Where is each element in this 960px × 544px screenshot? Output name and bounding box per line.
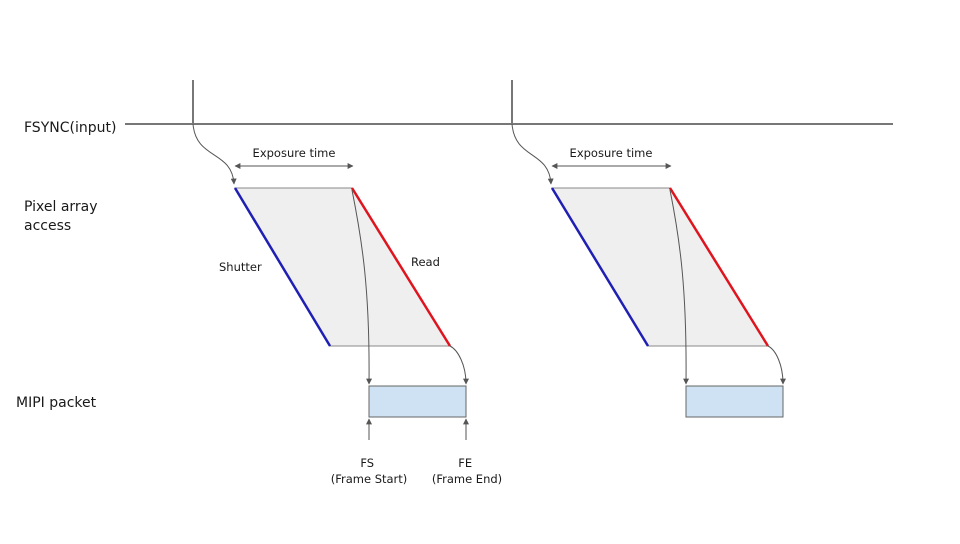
shutter-edge-1 [233,187,332,347]
mipi-packet-1 [368,385,467,418]
fs-label-line1: FS [360,456,374,470]
shutter-label: Shutter [219,260,262,274]
fe-label-line2: (Frame End) [432,472,502,486]
exposure-time-label-2: Exposure time [570,146,653,160]
frame-1: Exposure time Shutter Read FS (Frame Sta… [192,123,502,486]
row-label-pixel-line2: access [24,218,71,234]
fe-label-line1: FE [458,456,472,470]
shutter-edge-2 [550,187,650,347]
read-edge-1 [350,187,452,347]
fsync-signal-line [125,80,893,125]
frame-start-curve-2 [669,189,690,385]
fe-label: FE (Frame End) [432,456,502,486]
row-label-fsync: FSYNC(input) [24,120,116,136]
exposure-area-2 [551,187,769,347]
row-label-pixel-array: Pixel array access [24,199,102,234]
fs-label-line2: (Frame Start) [331,472,408,486]
row-label-pixel-line1: Pixel array [24,199,98,215]
mipi-packet-2 [685,385,784,418]
fsync-trigger-curve-1 [192,123,237,185]
frame-end-curve-2 [767,345,786,385]
read-label: Read [411,255,440,269]
fs-label: FS (Frame Start) [331,456,408,486]
row-label-mipi: MIPI packet [16,395,97,411]
read-edge-2 [668,187,770,347]
frame-2: Exposure time [511,123,786,418]
fsync-trigger-curve-2 [511,123,554,185]
exposure-time-label-1: Exposure time [253,146,336,160]
frame-start-curve-1 [351,189,373,385]
frame-end-curve-1 [449,345,469,385]
